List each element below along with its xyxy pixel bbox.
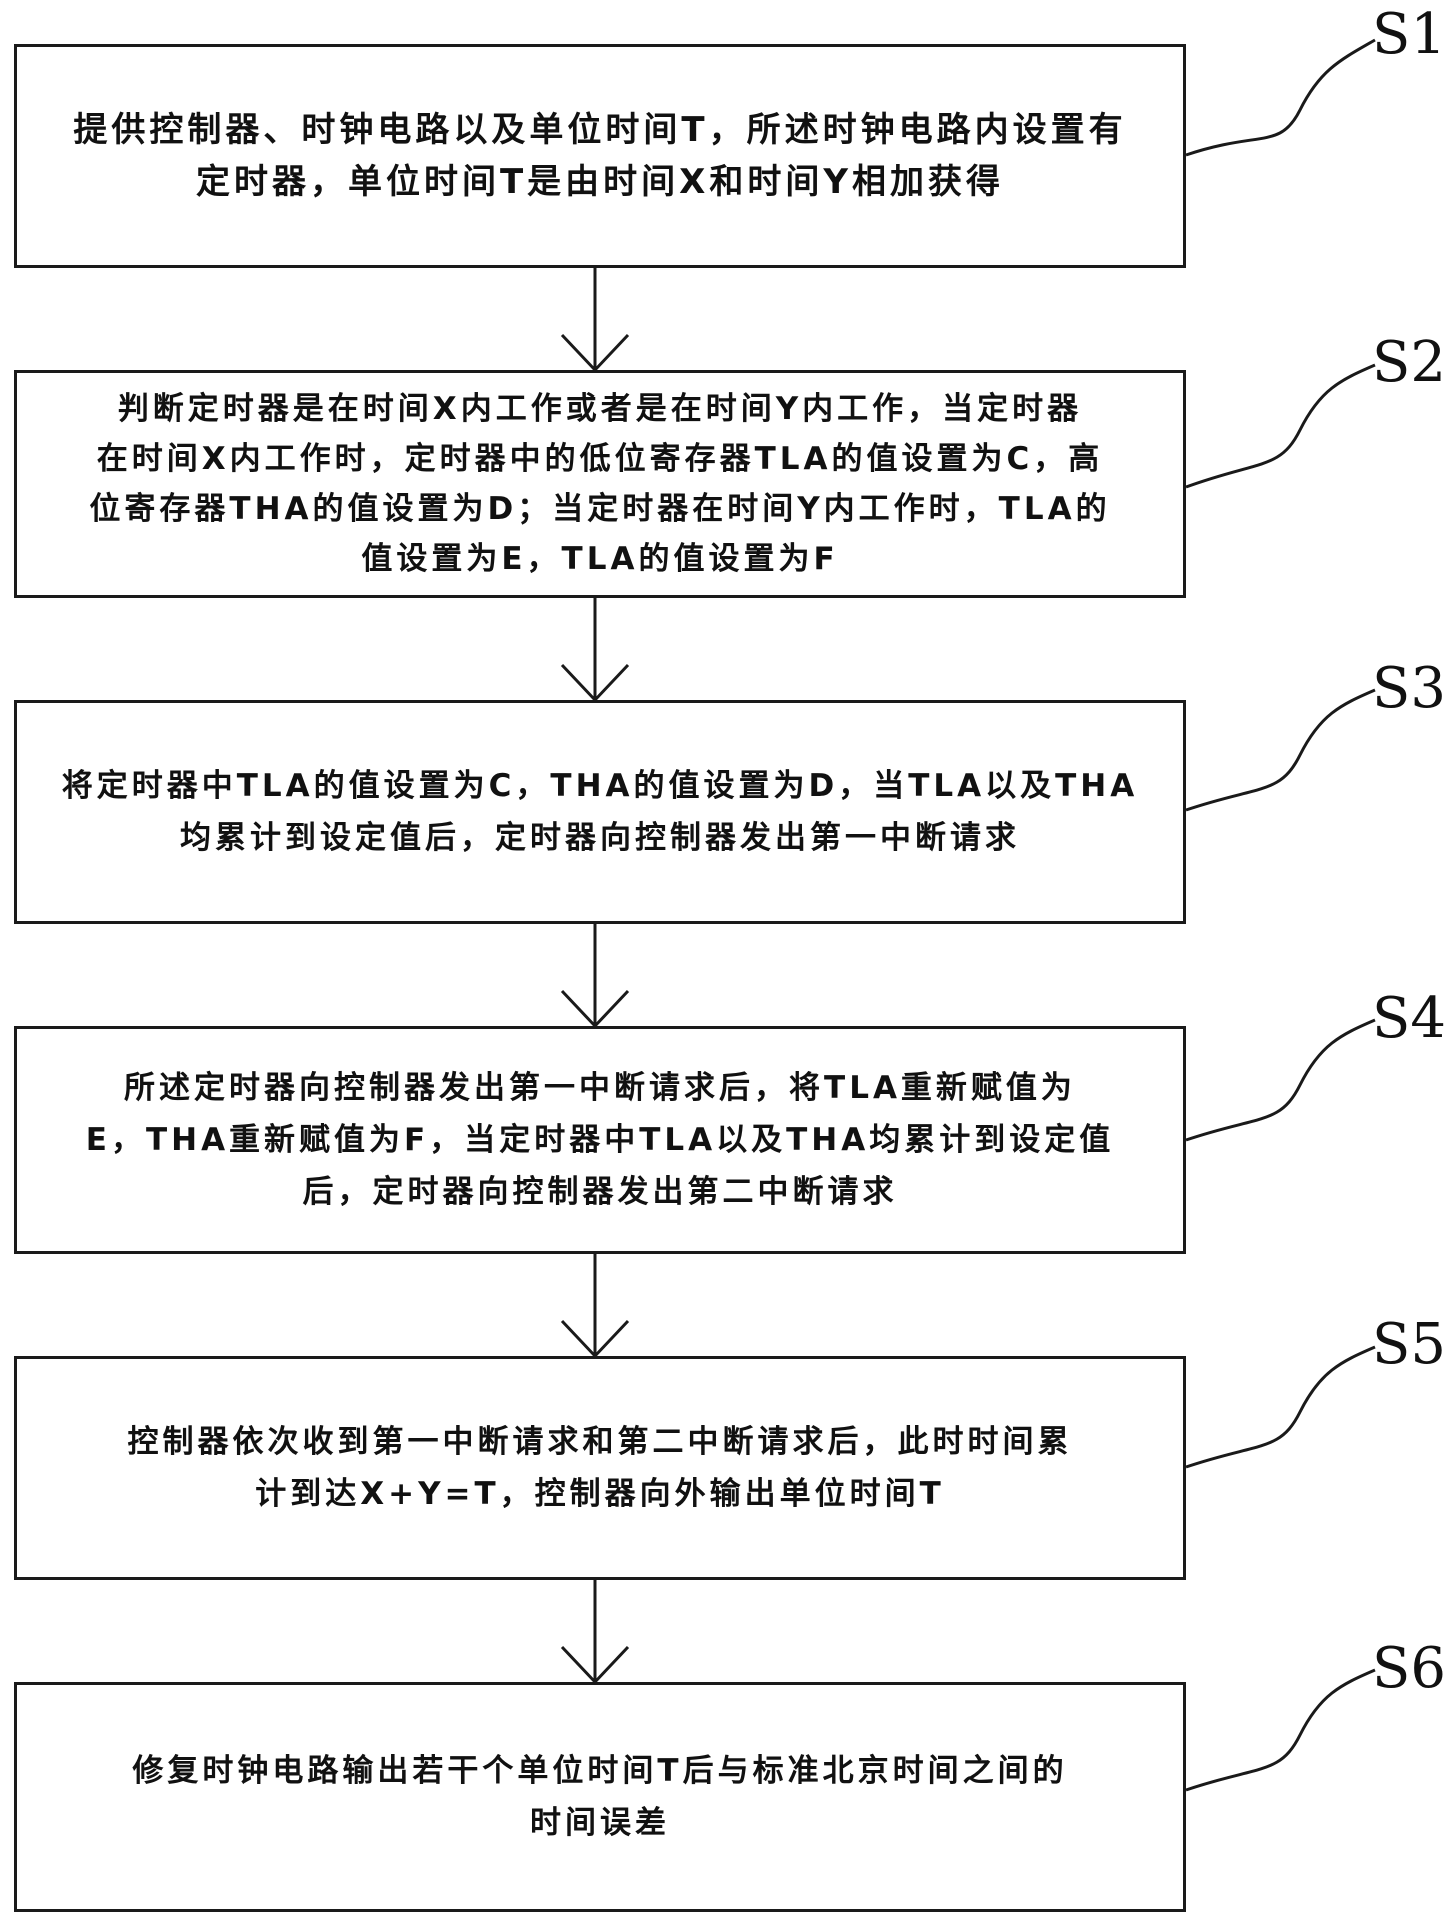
step-label-s1: S1 — [1372, 2, 1446, 67]
step-box-s4: 所述定时器向控制器发出第一中断请求后，将TLA重新赋值为 E，THA重新赋值为F… — [14, 1026, 1186, 1254]
step-s3-line-1: 将定时器中TLA的值设置为C，THA的值设置为D，当TLA以及THA — [61, 768, 1139, 804]
step-label-s2: S2 — [1372, 330, 1446, 395]
step-s2-line-1: 判断定时器是在时间X内工作或者是在时间Y内工作，当定时器 — [117, 391, 1083, 427]
step-label-s5: S5 — [1372, 1312, 1446, 1377]
step-s1-line-1: 提供控制器、时钟电路以及单位时间T，所述时钟电路内设置有 — [73, 110, 1127, 150]
step-label-s6: S6 — [1372, 1636, 1446, 1701]
step-s2-line-2: 在时间X内工作时，定时器中的低位寄存器TLA的值设置为C，高 — [96, 441, 1104, 477]
step-box-s1: 提供控制器、时钟电路以及单位时间T，所述时钟电路内设置有 定时器，单位时间T是由… — [14, 44, 1186, 268]
step-text-s3: 将定时器中TLA的值设置为C，THA的值设置为D，当TLA以及THA 均累计到设… — [48, 760, 1152, 864]
leader-line-s4 — [1185, 1018, 1376, 1142]
step-s6-line-2: 时间误差 — [530, 1805, 670, 1841]
step-s1-line-2: 定时器，单位时间T是由时间X和时间Y相加获得 — [195, 162, 1004, 202]
step-s4-line-2: E，THA重新赋值为F，当定时器中TLA以及THA均累计到设定值 — [85, 1122, 1115, 1158]
leader-line-s2 — [1185, 363, 1376, 489]
leader-line-s6 — [1185, 1668, 1376, 1792]
step-box-s6: 修复时钟电路输出若干个单位时间T后与标准北京时间之间的 时间误差 — [14, 1682, 1186, 1912]
step-text-s4: 所述定时器向控制器发出第一中断请求后，将TLA重新赋值为 E，THA重新赋值为F… — [72, 1062, 1128, 1218]
step-s4-line-1: 所述定时器向控制器发出第一中断请求后，将TLA重新赋值为 — [124, 1070, 1076, 1106]
step-s5-line-2: 计到达X+Y=T，控制器向外输出单位时间T — [255, 1476, 945, 1512]
step-text-s6: 修复时钟电路输出若干个单位时间T后与标准北京时间之间的 时间误差 — [118, 1745, 1081, 1849]
step-text-s2: 判断定时器是在时间X内工作或者是在时间Y内工作，当定时器 在时间X内工作时，定时… — [75, 384, 1124, 584]
step-box-s5: 控制器依次收到第一中断请求和第二中断请求后，此时时间累 计到达X+Y=T，控制器… — [14, 1356, 1186, 1580]
step-box-s2: 判断定时器是在时间X内工作或者是在时间Y内工作，当定时器 在时间X内工作时，定时… — [14, 370, 1186, 598]
step-label-s3: S3 — [1372, 656, 1446, 721]
leader-line-s5 — [1185, 1345, 1376, 1469]
step-s2-line-4: 值设置为E，TLA的值设置为F — [361, 541, 839, 577]
step-s5-line-1: 控制器依次收到第一中断请求和第二中断请求后，此时时间累 — [127, 1424, 1073, 1460]
step-box-s3: 将定时器中TLA的值设置为C，THA的值设置为D，当TLA以及THA 均累计到设… — [14, 700, 1186, 924]
step-text-s1: 提供控制器、时钟电路以及单位时间T，所述时钟电路内设置有 定时器，单位时间T是由… — [59, 104, 1140, 208]
step-s3-line-2: 均累计到设定值后，定时器向控制器发出第一中断请求 — [180, 820, 1020, 856]
step-s6-line-1: 修复时钟电路输出若干个单位时间T后与标准北京时间之间的 — [132, 1753, 1068, 1789]
step-s4-line-3: 后，定时器向控制器发出第二中断请求 — [302, 1174, 898, 1210]
leader-line-s3 — [1185, 688, 1376, 812]
step-s2-line-3: 位寄存器THA的值设置为D；当定时器在时间Y内工作时，TLA的 — [89, 491, 1111, 527]
step-text-s5: 控制器依次收到第一中断请求和第二中断请求后，此时时间累 计到达X+Y=T，控制器… — [114, 1416, 1087, 1520]
leader-line-s1 — [1185, 38, 1376, 157]
step-label-s4: S4 — [1372, 986, 1446, 1051]
